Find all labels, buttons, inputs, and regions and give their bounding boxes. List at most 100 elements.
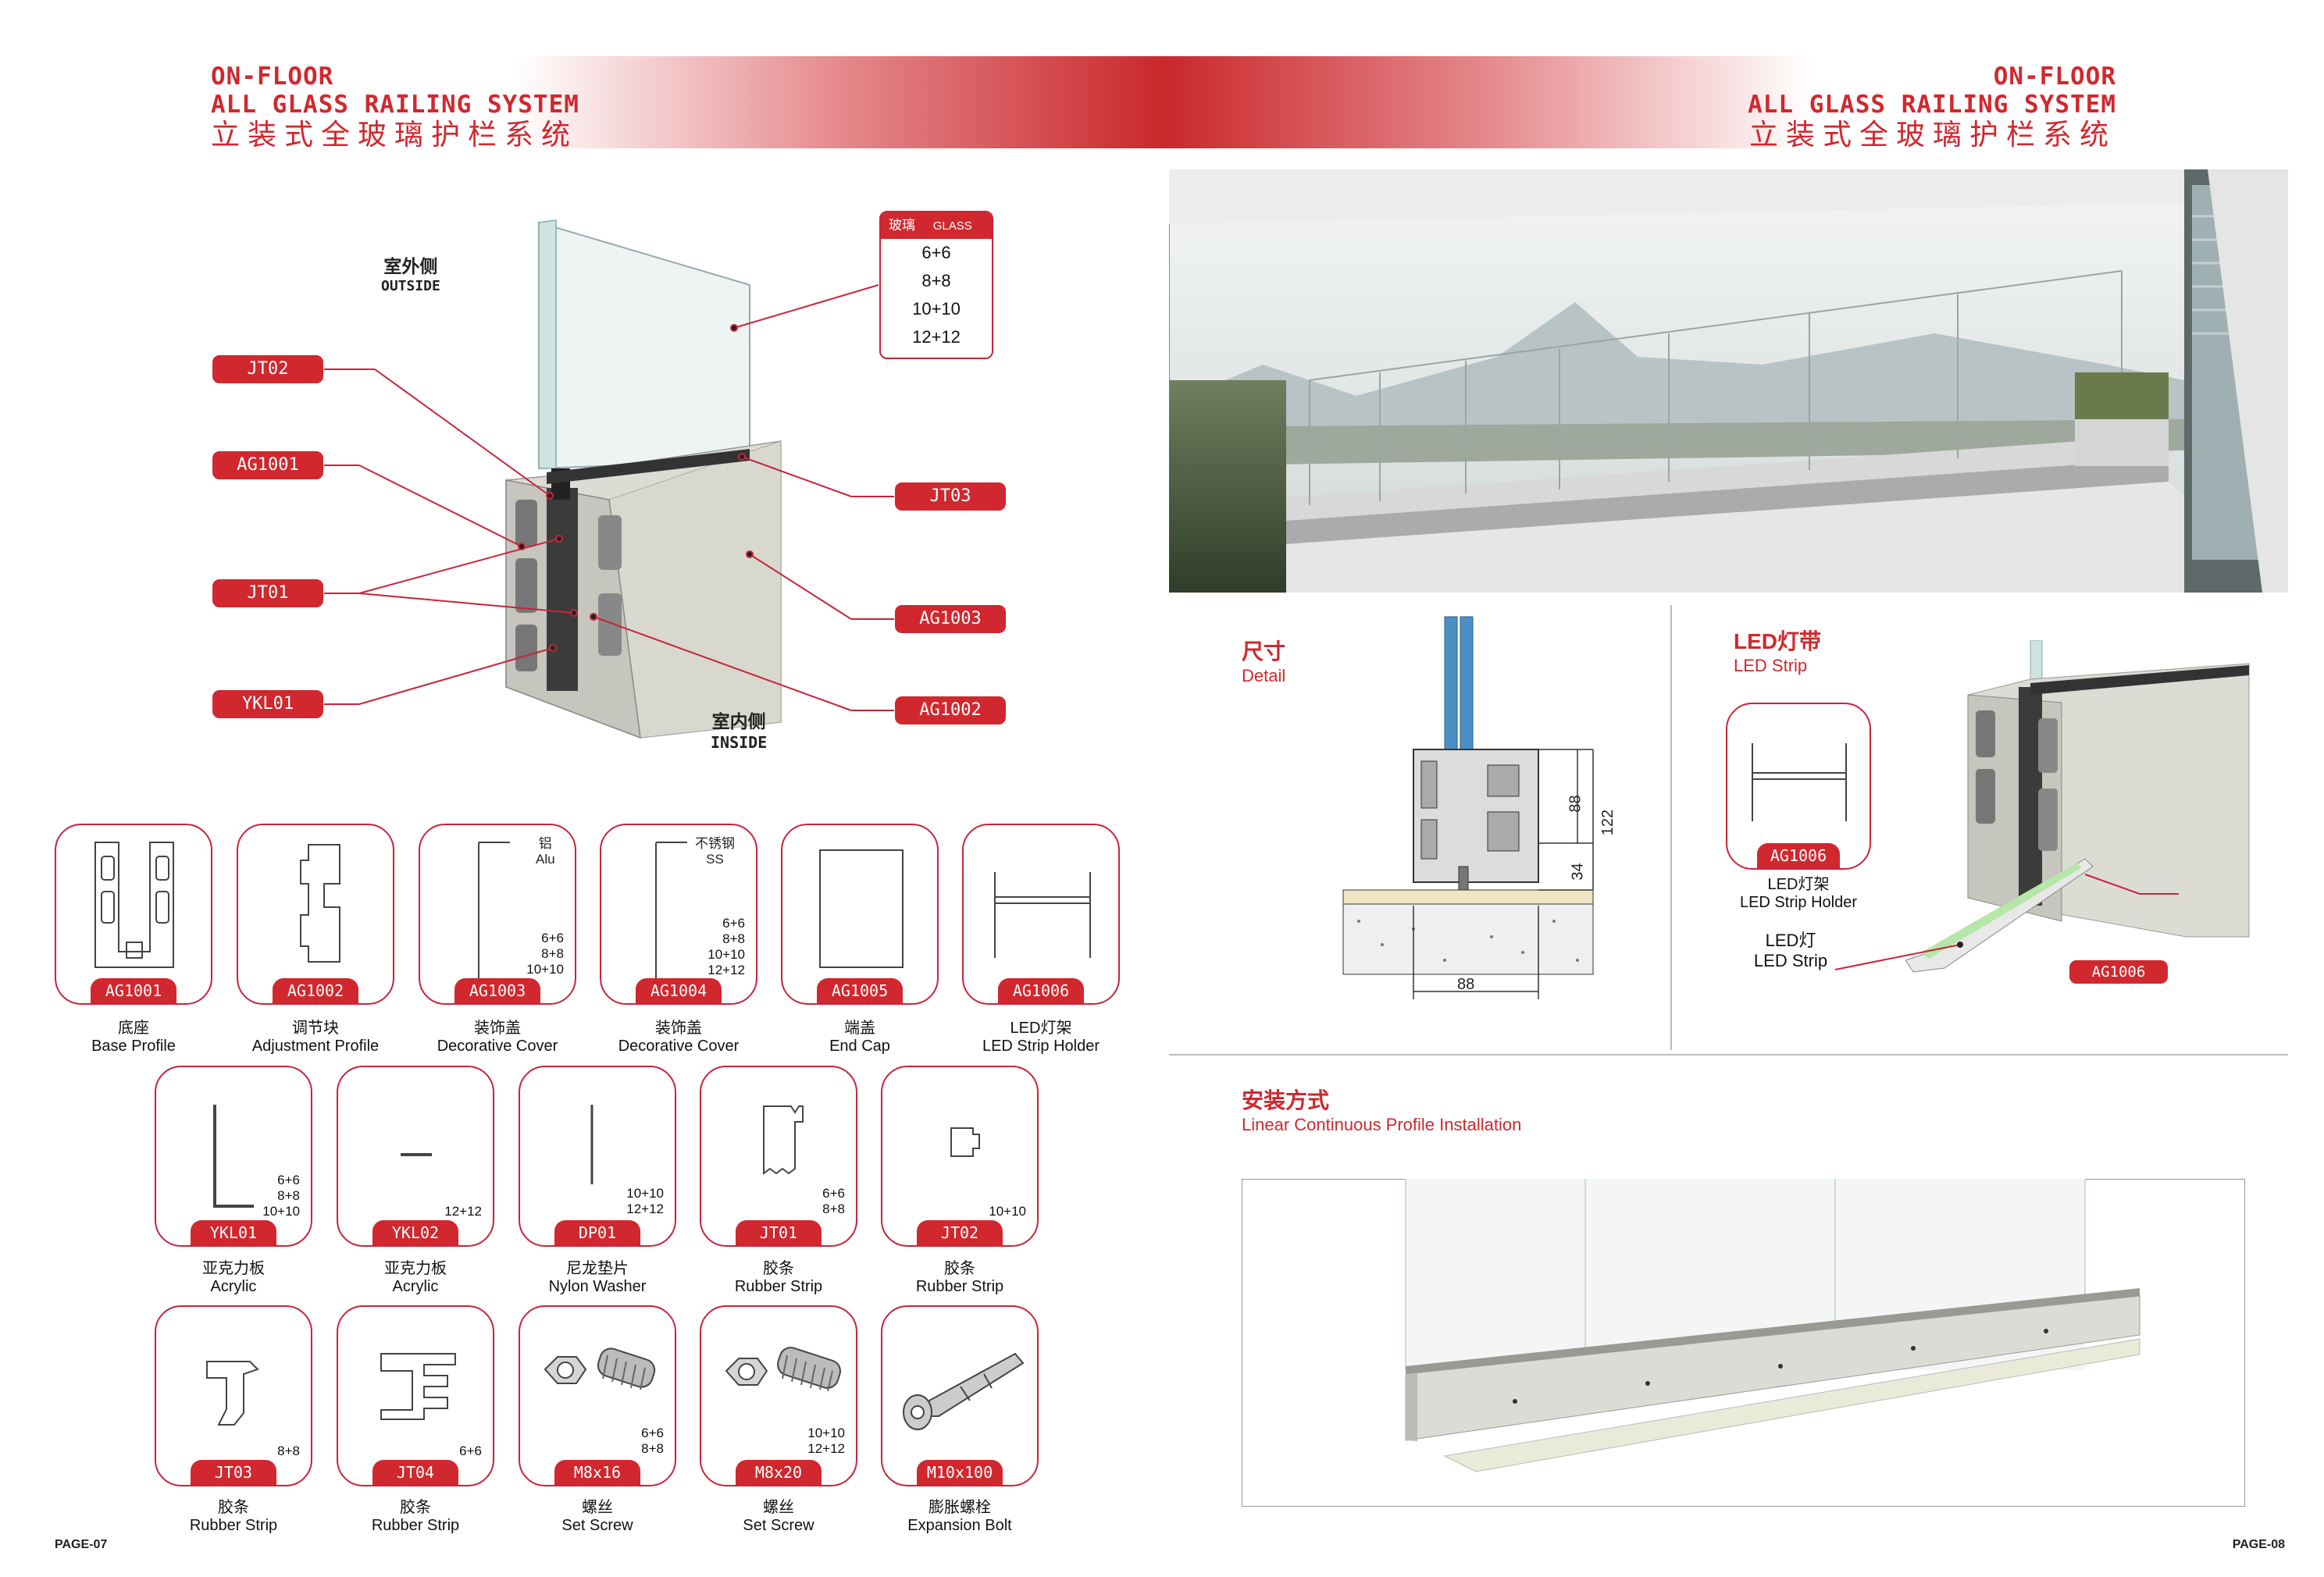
dim-88-vertical: 88 — [1567, 795, 1584, 813]
led-holder-card: AG1006 — [1726, 703, 1871, 870]
caption-en: Decorative Cover — [618, 1038, 740, 1055]
caption-cn: LED灯架 — [1767, 876, 1830, 893]
spec: 8+8 — [277, 1444, 300, 1458]
led-strip-leader — [1834, 942, 1963, 970]
caption-en: Rubber Strip — [734, 1278, 823, 1295]
caption-cn: LED灯架 — [1010, 1020, 1072, 1037]
caption-en: Rubber Strip — [915, 1278, 1004, 1295]
caption-cn: 端盖 — [844, 1020, 875, 1037]
caption-cn: LED灯 — [1765, 931, 1816, 950]
material-cn: 铝 — [538, 836, 552, 851]
part-specs: 6+6 8+8 10+10 — [526, 931, 564, 977]
header-right-cn: 立装式全玻璃护栏系统 — [1749, 119, 2116, 151]
tag-jt01: JT01 — [212, 579, 323, 607]
tag-jt02: JT02 — [212, 355, 323, 383]
spec: 8+8 — [822, 1201, 845, 1216]
caption-cn: 装饰盖 — [474, 1020, 521, 1037]
part-specs: 10+10 12+12 — [626, 1186, 664, 1217]
part-card-jt04: 6+6 JT04 — [337, 1305, 494, 1486]
caption-cn: 亚克力板 — [202, 1260, 265, 1277]
part-card-jt01: 6+6 8+8 JT01 — [700, 1066, 857, 1247]
caption-cn: 装饰盖 — [655, 1020, 702, 1037]
spec: 8+8 — [541, 946, 564, 961]
led-title-en: LED Strip — [1734, 656, 1808, 675]
caption-en: Expansion Bolt — [907, 1517, 1012, 1534]
material-label: 铝 Alu — [536, 836, 555, 867]
caption-en: Acrylic — [392, 1278, 439, 1295]
caption-cn: 螺丝 — [582, 1499, 613, 1516]
detail-title: 尺寸 Detail — [1242, 635, 1285, 686]
part-code: AG1006 — [998, 978, 1084, 1003]
glass-header-cn: 玻璃 — [889, 218, 915, 233]
caption-en: Set Screw — [743, 1517, 814, 1534]
spec: 10+10 — [262, 1204, 300, 1219]
end-cap-drawing — [819, 849, 904, 968]
led-strip-holder-drawing — [994, 872, 1091, 958]
part-code: AG1006 — [1757, 843, 1840, 868]
spec: 6+6 — [277, 1173, 300, 1187]
tag-ag1003: AG1003 — [895, 605, 1006, 633]
caption-en: Rubber Strip — [371, 1517, 460, 1534]
part-code: AG1003 — [454, 978, 540, 1003]
install-title-cn: 安装方式 — [1242, 1088, 1330, 1112]
part-code: M8x16 — [554, 1460, 640, 1485]
part-code: JT01 — [736, 1220, 822, 1245]
material-en: Alu — [536, 852, 555, 867]
caption-en: Set Screw — [561, 1517, 633, 1534]
caption-cn: 尼龙垫片 — [566, 1260, 629, 1277]
part-code: AG1005 — [817, 978, 903, 1003]
part-card-ag1006: AG1006 — [962, 824, 1120, 1005]
part-card-ag1001: AG1001 — [55, 824, 212, 1005]
caption-cn: 底座 — [118, 1020, 149, 1037]
horizontal-divider — [1169, 1054, 2288, 1055]
inside-label-cn: 室内侧 — [711, 711, 766, 732]
glass-option: 10+10 — [912, 299, 961, 319]
caption-cn: 胶条 — [218, 1499, 249, 1516]
part-card-m10x100: M10x100 — [881, 1305, 1039, 1486]
caption-en: Base Profile — [91, 1038, 176, 1055]
header-right-line1: ON-FLOOR — [1993, 62, 2116, 91]
acrylic-l-drawing — [213, 1105, 254, 1208]
dim-88-horizontal: 88 — [1457, 976, 1475, 993]
part-specs: 6+6 8+8 — [641, 1426, 664, 1457]
spec: 10+10 — [989, 1204, 1026, 1219]
tag-ag1002: AG1002 — [895, 696, 1006, 724]
adjustment-profile-drawing — [300, 844, 340, 963]
part-specs: 6+6 8+8 — [822, 1186, 845, 1217]
caption-cn: 螺丝 — [763, 1499, 794, 1516]
spec: 10+10 — [626, 1186, 664, 1201]
tag-led-ag1006: AG1006 — [2069, 960, 2168, 984]
page-number-right: PAGE-08 — [2232, 1538, 2285, 1551]
header-gradient-band — [515, 56, 1812, 148]
caption-en: LED Strip Holder — [1739, 894, 1858, 911]
caption-cn: 胶条 — [944, 1260, 975, 1277]
part-card-jt02: 10+10 JT02 — [881, 1066, 1039, 1247]
part-card-ykl01: 6+6 8+8 10+10 YKL01 — [155, 1066, 312, 1247]
part-specs: 6+6 8+8 10+10 12+12 — [708, 916, 745, 978]
caption-en: End Cap — [829, 1038, 890, 1055]
page-number-left: PAGE-07 — [55, 1538, 108, 1551]
spec: 10+10 — [708, 947, 745, 962]
dim-34: 34 — [1569, 863, 1587, 881]
spec: 8+8 — [722, 931, 745, 946]
spec: 12+12 — [444, 1204, 482, 1219]
outside-label: 室外侧 OUTSIDE — [381, 251, 440, 294]
inside-label: 室内侧 INSIDE — [711, 707, 767, 752]
detail-title-cn: 尺寸 — [1242, 639, 1286, 664]
led-holder-drawing — [1752, 743, 1847, 821]
rubber-strip-jt01-drawing — [763, 1105, 804, 1175]
part-card-m8x16: 6+6 8+8 M8x16 — [519, 1305, 676, 1486]
inside-label-en: INSIDE — [711, 733, 768, 752]
part-specs: 12+12 — [444, 1204, 482, 1219]
material-label: 不锈钢 SS — [695, 836, 735, 867]
set-screw-nut-drawing — [544, 1347, 656, 1390]
outside-label-cn: 室外侧 — [383, 256, 438, 276]
